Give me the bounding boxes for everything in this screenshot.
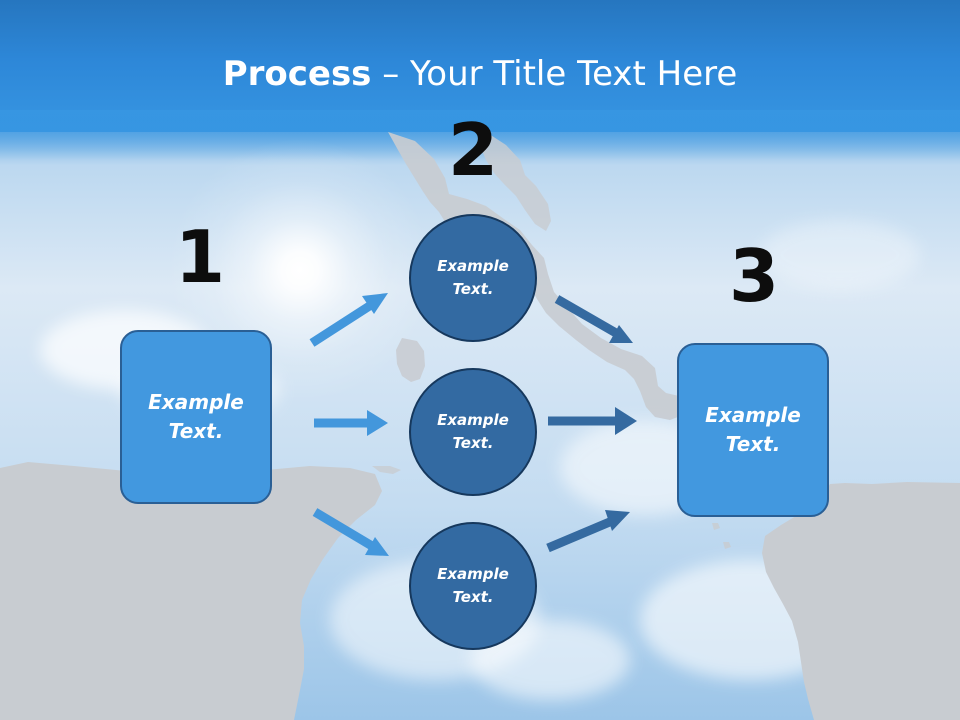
process-box-left: Example Text. xyxy=(120,330,272,504)
arrow-icon-left-down xyxy=(312,508,389,556)
cloud-top-right xyxy=(760,220,920,290)
arrow-icon-left-middle xyxy=(314,410,388,436)
arrow-icon-right-middle xyxy=(548,407,637,435)
arrow-icon-right-up xyxy=(546,510,630,553)
title-rest: – Your Title Text Here xyxy=(371,54,738,94)
process-circle-top-text: Example Text. xyxy=(437,257,509,298)
arrow-icon-right-down xyxy=(554,295,633,343)
step-number-2: 2 xyxy=(447,108,499,192)
step-number-1: 1 xyxy=(174,215,226,299)
process-circle-middle-text: Example Text. xyxy=(437,411,509,452)
process-circle-top: Example Text. xyxy=(409,214,537,342)
title-strong: Process xyxy=(222,54,372,94)
process-circle-bottom: Example Text. xyxy=(409,522,537,650)
step-number-3: 3 xyxy=(728,234,780,318)
page-title: Process – Your Title Text Here xyxy=(0,54,960,94)
process-box-right-text: Example Text. xyxy=(705,403,801,456)
process-circle-middle: Example Text. xyxy=(409,368,537,496)
process-box-left-text: Example Text. xyxy=(148,390,244,443)
process-circle-bottom-text: Example Text. xyxy=(437,565,509,606)
title-fade xyxy=(0,110,960,160)
process-box-right: Example Text. xyxy=(677,343,829,517)
arrow-icon-left-up xyxy=(309,293,388,347)
